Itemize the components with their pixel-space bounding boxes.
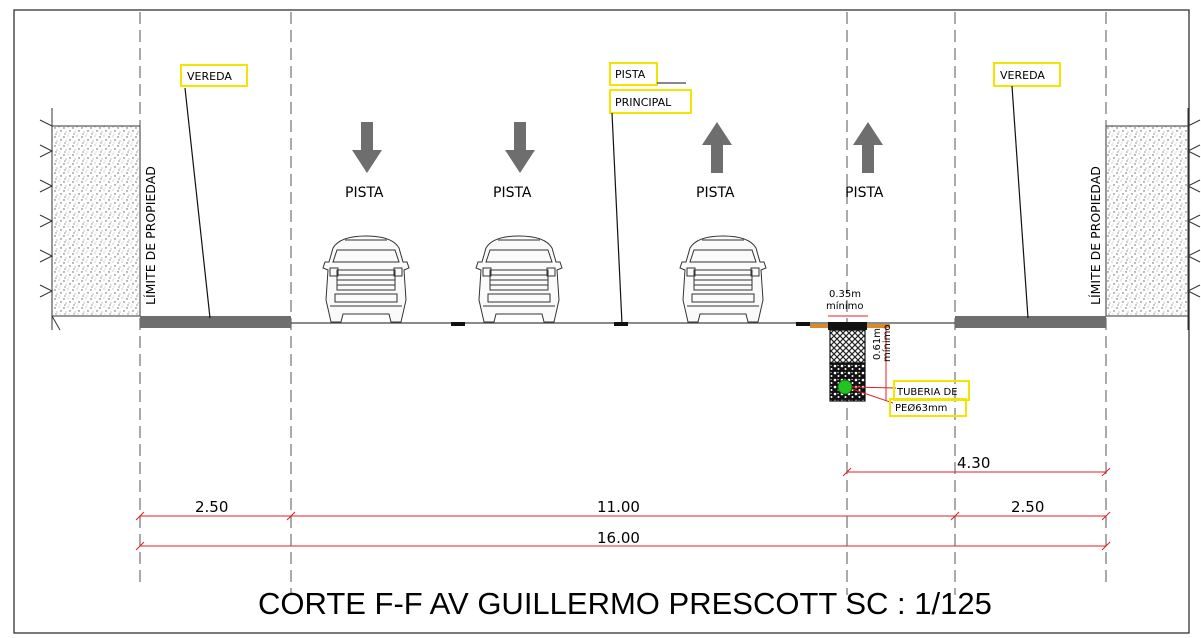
trench-depth-label: 0.61m xyxy=(872,328,883,360)
trench-width-label: 0.35m xyxy=(829,289,861,300)
property-limit-label-left: LÍMITE DE PROPIEDAD xyxy=(143,166,158,305)
axis-lines xyxy=(139,12,1107,595)
vereda-callout-left: VEREDA xyxy=(180,64,248,319)
lane-markers xyxy=(451,322,810,326)
drawing-frame xyxy=(13,9,1190,634)
utility-trench: 0.35m mínimo 0.61m mínimo TUBERIA DE PEØ… xyxy=(810,289,970,417)
property-block-right xyxy=(1105,108,1201,330)
leader-line xyxy=(1011,85,1029,319)
property-limit-label-right: LÍMITE DE PROPIEDAD xyxy=(1088,166,1103,305)
vereda-callout-right: VEREDA xyxy=(993,62,1061,319)
traffic-arrows xyxy=(352,122,883,173)
pista-principal-callout: PISTA PRINCIPAL xyxy=(609,62,692,325)
down-arrow-icon xyxy=(352,122,382,173)
trench-width-min: mínimo xyxy=(826,300,864,312)
dim-label-right-sidewalk: 2.50 xyxy=(1011,498,1044,516)
dim-label-total: 16.00 xyxy=(597,529,640,547)
property-block-left xyxy=(39,108,141,331)
trench-depth-min: mínimo xyxy=(881,325,893,363)
up-arrow-icon xyxy=(853,122,883,173)
drawing-title: CORTE F-F AV GUILLERMO PRESCOTT SC : 1/1… xyxy=(258,586,992,621)
lane-label: PISTA xyxy=(345,185,384,201)
dim-label-right-offset: 4.30 xyxy=(957,454,990,472)
sidewalk-left xyxy=(140,316,291,328)
dim-label-left-sidewalk: 2.50 xyxy=(195,498,228,516)
pipe-icon xyxy=(837,379,853,395)
principal-label: PRINCIPAL xyxy=(615,96,672,109)
leader-line xyxy=(184,87,211,319)
car-icon xyxy=(322,235,410,323)
vereda-label-left: VEREDA xyxy=(187,70,232,83)
leader-line xyxy=(611,112,623,325)
lane-label: PISTA xyxy=(845,185,884,201)
vereda-label-right: VEREDA xyxy=(1000,69,1045,82)
pista-label: PISTA xyxy=(615,68,646,81)
tuberia-label: TUBERIA DE xyxy=(896,387,958,398)
dim-label-roadway: 11.00 xyxy=(597,498,640,516)
lane-label: PISTA xyxy=(696,185,735,201)
lane-label: PISTA xyxy=(493,185,532,201)
dimension-lines xyxy=(135,467,1111,551)
up-arrow-icon xyxy=(702,122,732,173)
down-arrow-icon xyxy=(505,122,535,173)
sidewalk-right xyxy=(955,316,1106,328)
tuberia-size-label: PEØ63mm xyxy=(895,402,947,414)
